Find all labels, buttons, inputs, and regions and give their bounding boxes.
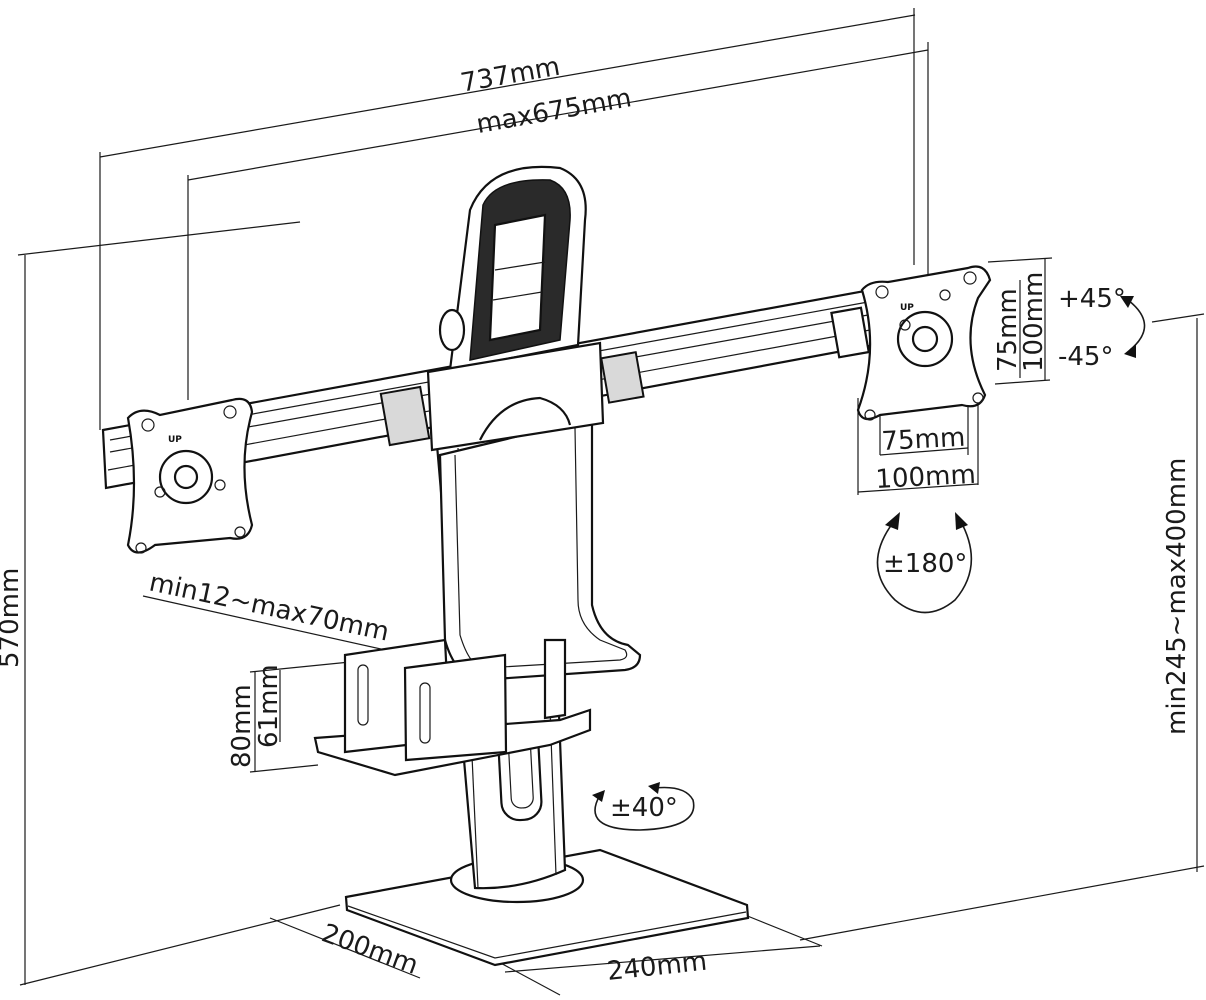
- label-vesa-100-vertical: 100mm: [1019, 272, 1049, 372]
- label-clamp-range: min12~max70mm: [147, 568, 392, 648]
- label-height-range: min245~max400mm: [1162, 458, 1192, 735]
- label-570mm: 570mm: [0, 568, 25, 668]
- label-tray-80mm: 80mm: [227, 684, 257, 768]
- label-swivel-40: ±40°: [610, 793, 678, 823]
- up-mark-left: UP: [168, 435, 182, 445]
- label-vesa-75-horizontal: 75mm: [881, 423, 966, 457]
- cpu-tray: [313, 638, 592, 777]
- center-hub: [426, 165, 605, 452]
- label-base-240mm: 240mm: [606, 947, 709, 987]
- label-tilt-up: +45°: [1058, 284, 1126, 314]
- handle: [438, 418, 642, 682]
- right-vesa-plate: [856, 265, 992, 421]
- rotation-arrows: [592, 296, 1146, 831]
- label-tray-61mm: 61mm: [254, 664, 284, 748]
- up-mark-right: UP: [900, 303, 914, 313]
- label-vesa-75-vertical: 75mm: [993, 288, 1023, 372]
- left-vesa-plate: [126, 397, 254, 554]
- label-737mm: 737mm: [458, 52, 562, 99]
- label-tilt-down: -45°: [1058, 342, 1113, 372]
- label-vesa-100-horizontal: 100mm: [875, 460, 977, 495]
- label-rotate-180: ±180°: [883, 549, 967, 579]
